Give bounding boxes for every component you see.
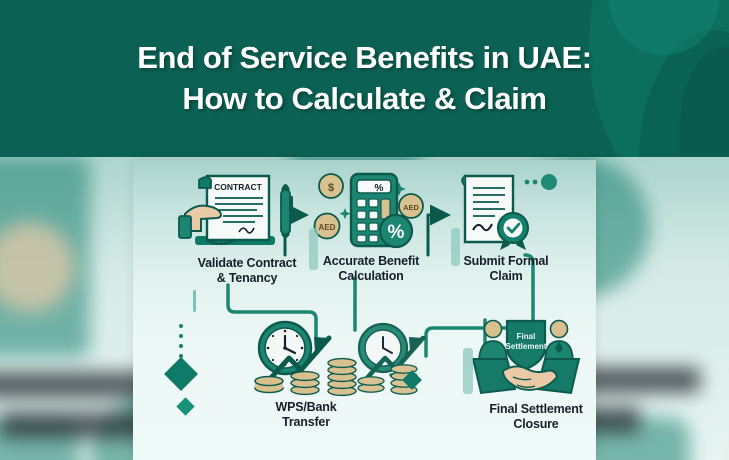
pen-icon	[280, 184, 293, 238]
infographic-card: CONTRACT Validate Contract	[133, 160, 596, 460]
step-4-icon	[243, 318, 371, 400]
handshake-hands-icon	[502, 365, 559, 391]
step-3-label-line-2: Claim	[489, 268, 523, 283]
title-line-1: End of Service Benefits in UAE:	[137, 40, 592, 76]
decor-dot-3	[179, 344, 183, 348]
coin-stack-tall	[327, 357, 357, 397]
step-5-label: Final Settlement Closure	[451, 402, 596, 432]
person-right-icon	[544, 319, 574, 364]
step-3-label: Submit Formal Claim	[431, 254, 581, 284]
step-1-label: Validate Contract & Tenancy	[172, 256, 322, 286]
clock-coin-stacks-secondary-icon	[357, 322, 426, 395]
step-5-icon: Final Settlement	[463, 315, 589, 403]
step-4-label-line-2: Transfer	[282, 414, 330, 429]
svg-text:$: $	[328, 182, 334, 194]
decor-dot-2	[179, 334, 183, 338]
shield-text-line-2: Settlement	[506, 342, 547, 351]
person-left-icon	[478, 319, 508, 364]
coin-aed-right-icon: AED	[398, 193, 424, 219]
step-4-secondary-icon	[349, 320, 454, 400]
shield-text-line-1: Final	[517, 332, 536, 341]
step-1-label-line-1: Validate Contract	[197, 256, 297, 270]
step-4-label: WPS/Bank Transfer	[231, 400, 381, 430]
sparkle-decor	[339, 182, 406, 220]
clock-growth-arrow-coin-stacks-icon	[254, 320, 357, 397]
decor-dot-1	[179, 324, 183, 328]
growth-arrow-icon	[266, 335, 332, 383]
step-5-label-line-2: Closure	[513, 416, 559, 431]
final-settlement-shield-icon: Final Settlement	[506, 319, 547, 371]
signed-document-seal-badge-icon	[461, 174, 557, 250]
decor-bar-3	[463, 348, 473, 394]
handshake-shield-people-icon: Final Settlement	[471, 319, 581, 395]
title-line-2: How to Calculate & Claim	[182, 80, 547, 116]
step-1-icon: CONTRACT	[177, 168, 317, 256]
decor-bar-2	[451, 228, 460, 266]
step-2-label-line-1: Accurate Benefit	[322, 254, 420, 268]
step-1-label-line-2: & Tenancy	[216, 270, 278, 285]
svg-text:%: %	[388, 222, 405, 243]
calculator-coins-percent-icon: $ AED AED %	[313, 172, 424, 249]
contract-heading-text: CONTRACT	[214, 182, 262, 192]
calculator-screen-percent: %	[375, 183, 384, 194]
decor-dots-circle	[524, 174, 557, 190]
coin-aed-left-icon: AED	[313, 212, 341, 240]
step-5-label-line-1: Final Settlement	[489, 402, 583, 416]
clock-icon	[257, 320, 313, 376]
coin-stack-small	[254, 375, 284, 394]
step-3-label-line-1: Submit Formal	[463, 254, 549, 268]
verified-seal-icon	[497, 212, 529, 250]
svg-text:AED: AED	[319, 223, 336, 232]
decor-dot-4	[179, 354, 183, 358]
page-title: End of Service Benefits in UAE: How to C…	[0, 0, 729, 157]
step-4-label-line-1: WPS/Bank	[275, 400, 337, 414]
decor-bar-1	[309, 228, 318, 270]
decor-vline-1	[193, 290, 196, 312]
step-3-icon	[451, 168, 561, 254]
step-2-label: Accurate Benefit Calculation	[296, 254, 446, 284]
contract-document-hand-pen-icon: CONTRACT	[178, 174, 293, 246]
step-2-icon: $ AED AED %	[311, 168, 431, 254]
percent-badge-icon: %	[378, 213, 414, 249]
step-2-label-line-2: Calculation	[338, 268, 404, 283]
header-banner	[0, 0, 729, 157]
coin-stack-medium	[290, 370, 320, 396]
svg-text:AED: AED	[403, 203, 419, 212]
coin-dollar-icon: $	[318, 173, 344, 199]
